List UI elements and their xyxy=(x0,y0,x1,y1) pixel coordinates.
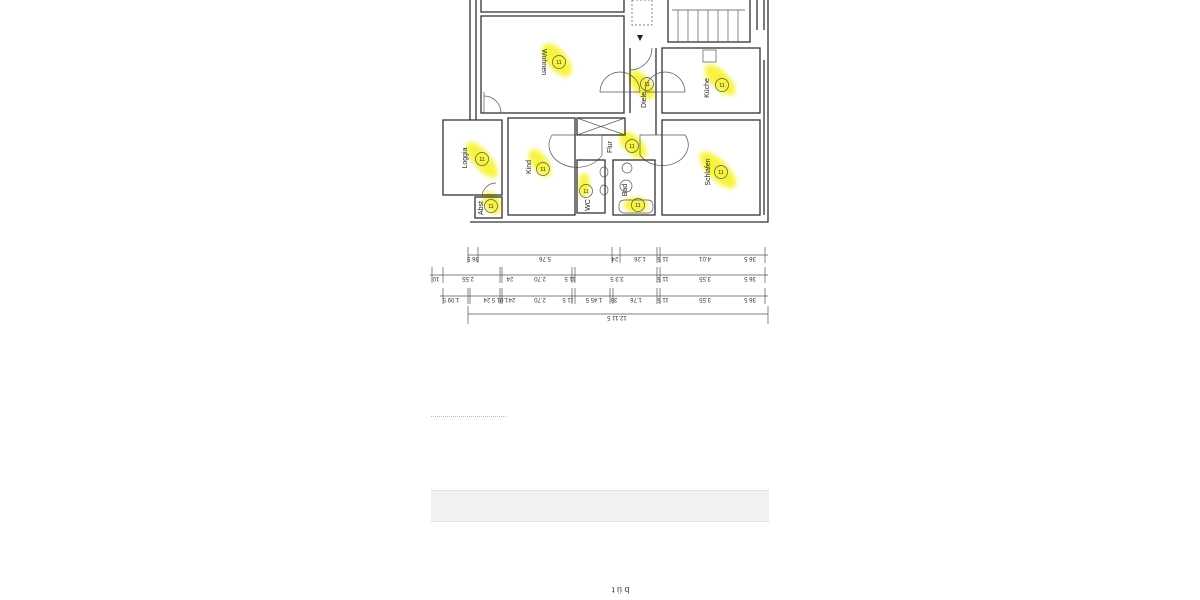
marker-kueche: 11 xyxy=(715,78,729,92)
highlights xyxy=(466,43,737,215)
highlight xyxy=(542,43,572,77)
marker-wohnen: 11 xyxy=(552,55,566,69)
label-abst: Abst xyxy=(478,201,485,215)
svg-text:11: 11 xyxy=(644,82,649,88)
dimension-label: 10 xyxy=(432,275,439,281)
marker-wc: 11 xyxy=(579,184,593,198)
dimension-label: 1.26 xyxy=(634,255,646,261)
highlight xyxy=(466,142,498,178)
dimension-label: 2.70 xyxy=(534,296,546,302)
dimension-label: 4.01 xyxy=(699,255,711,261)
room-abst xyxy=(474,196,503,219)
dimension-label: 1.45 5 xyxy=(585,296,602,302)
dimension-label: 11 5 xyxy=(657,275,669,281)
dimension-label: 36 5 xyxy=(744,296,756,302)
dimension-label: 11 5 xyxy=(657,255,669,261)
walls xyxy=(442,0,769,223)
dimension-label: 11 5 xyxy=(562,296,574,302)
svg-text:11: 11 xyxy=(635,203,640,209)
dimension-label: 1.09 5 xyxy=(442,296,459,302)
marker-flur: 11 xyxy=(625,139,639,153)
svg-text:11: 11 xyxy=(583,189,588,195)
faint-line xyxy=(431,416,506,419)
marker-loggia: 11 xyxy=(475,152,489,166)
dimension-label: 3.55 xyxy=(699,275,711,281)
marker-bad: 11 xyxy=(631,198,645,212)
dimension-label: 3.55 xyxy=(699,296,711,302)
dimension-label: 3.3 5 xyxy=(610,275,624,281)
label-flur: Flur xyxy=(607,140,614,153)
dimension-total: 12.11 5 xyxy=(607,314,627,320)
marker-diele: 11 xyxy=(640,77,654,91)
svg-text:11: 11 xyxy=(556,60,561,66)
label-bad: Bad xyxy=(622,184,629,197)
dimension-label: 36 5 xyxy=(467,255,479,261)
staircase xyxy=(667,0,751,43)
svg-text:11: 11 xyxy=(719,83,724,89)
dimension-label: 1.01 5 xyxy=(491,296,508,302)
label-wohnen: Wohnen xyxy=(540,49,547,75)
dimension-label: 36 5 xyxy=(744,255,756,261)
room-labels: Wohnen Diele Küche Flur Loggia Kind Schl… xyxy=(462,49,712,215)
dimension-label: 36 5 xyxy=(744,275,756,281)
room-kueche xyxy=(661,47,761,114)
room-schlafen xyxy=(661,119,761,216)
room-bad xyxy=(612,159,656,216)
dimension-label: 1.76 xyxy=(630,296,642,302)
highlight xyxy=(699,151,737,189)
dimension-label: 24 xyxy=(508,296,515,302)
svg-text:11: 11 xyxy=(479,157,484,163)
room-loggia xyxy=(442,119,503,196)
label-kueche: Küche xyxy=(704,78,711,98)
label-kind: Kind xyxy=(526,160,533,174)
dimension-label: 24 xyxy=(611,255,618,261)
marker-schlafen: 11 xyxy=(714,165,728,179)
gray-bar xyxy=(431,490,769,522)
room-markers: 11 11 11 11 11 11 11 11 11 11 xyxy=(475,55,729,213)
svg-text:11: 11 xyxy=(629,144,634,150)
room-wc xyxy=(576,159,606,214)
label-loggia: Loggia xyxy=(462,147,469,168)
label-schlafen: Schlafen xyxy=(705,158,712,185)
dimension-label: 2.55 xyxy=(462,275,474,281)
highlight xyxy=(624,197,648,213)
svg-text:11: 11 xyxy=(488,204,493,210)
caption: b ü t xyxy=(612,585,630,595)
dimension-label: 11 5 xyxy=(564,275,576,281)
dimension-label: 30 xyxy=(610,296,617,302)
dimension-label: 5.76 xyxy=(539,255,551,261)
svg-text:11: 11 xyxy=(718,170,723,176)
marker-abst: 11 xyxy=(484,199,498,213)
dimension-label: 11 5 xyxy=(657,296,669,302)
room-wohnen xyxy=(480,15,625,114)
svg-text:11: 11 xyxy=(540,167,545,173)
dimension-lines: 36 5 5.76 24 1.26 11 5 4.01 36 5 10 2.55 24 2.70 11… xyxy=(430,247,769,324)
dimension-label: 24 xyxy=(483,296,490,302)
dimension-label: 2.70 xyxy=(534,275,546,281)
dimension-label: 24 xyxy=(506,275,513,281)
label-diele: Diele xyxy=(641,92,648,108)
room-kind xyxy=(507,117,576,216)
marker-kind: 11 xyxy=(536,162,550,176)
label-wc: WC xyxy=(585,199,592,211)
